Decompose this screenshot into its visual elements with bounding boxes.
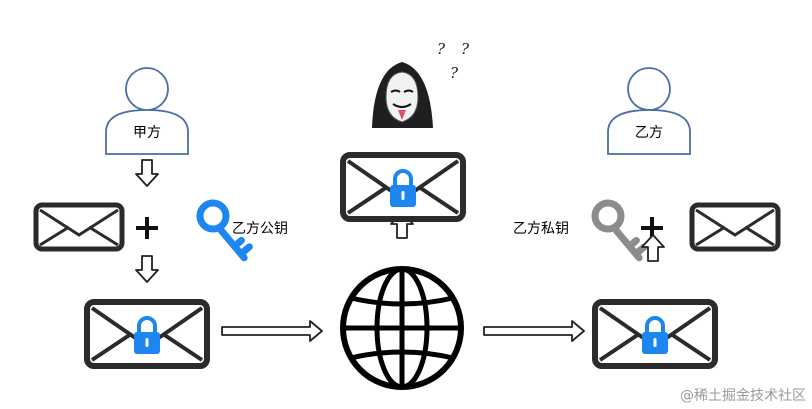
down-arrow-a	[135, 159, 159, 187]
down-arrow-a2	[135, 255, 159, 283]
locked-envelope-intercepted	[343, 155, 463, 219]
attacker-question-mark-2: ?	[461, 40, 470, 58]
attacker-hacker-icon	[372, 62, 433, 128]
party-b-icon	[607, 67, 691, 155]
public-key-icon	[196, 199, 253, 262]
plain-envelope-b	[692, 205, 778, 249]
party-a-icon	[105, 67, 189, 155]
party-a-label: 甲方	[133, 125, 161, 141]
locked-envelope-b	[595, 302, 715, 366]
plus-sign-b	[641, 217, 663, 239]
attacker-question-mark-3: ?	[450, 64, 459, 82]
locked-envelope-a	[87, 302, 207, 366]
right-arrow-b	[483, 320, 585, 342]
public-key-label: 乙方公钥	[232, 221, 288, 237]
plus-sign-a	[136, 217, 158, 239]
private-key-icon	[591, 199, 648, 262]
right-arrow-a	[221, 320, 323, 342]
plain-envelope-a	[36, 205, 122, 249]
private-key-label: 乙方私钥	[513, 221, 569, 237]
internet-globe-icon	[340, 266, 464, 390]
attacker-question-mark-1: ?	[437, 40, 446, 58]
party-b-label: 乙方	[635, 125, 663, 141]
watermark-text: @稀土掘金技术社区	[680, 388, 806, 404]
